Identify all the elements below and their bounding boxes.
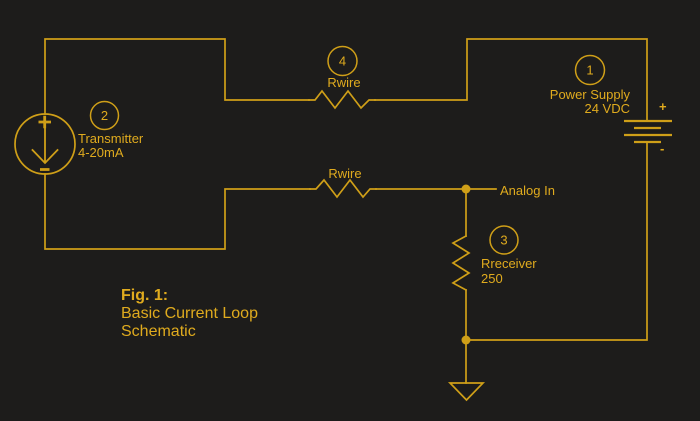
transmitter-value: 4-20mA — [78, 145, 124, 160]
analog-in-label: Analog In — [500, 183, 555, 198]
current-source-arrow-icon — [31, 126, 59, 165]
wire-rwire-to-power-supply — [374, 38, 648, 122]
caption-fig-number: Fig. 1: — [121, 287, 168, 304]
wire-power-supply-return — [465, 141, 648, 341]
junction-dot-analog-in — [461, 184, 471, 194]
transmitter-symbol — [14, 113, 76, 175]
callout-number-4: 4 — [339, 54, 346, 69]
receiver-value: 250 — [481, 271, 503, 286]
resistor-rwire-top — [308, 89, 376, 110]
callout-circle-1 — [574, 54, 606, 86]
junction-dot-receiver-bottom — [461, 335, 471, 345]
caption-title-line1: Basic Current Loop — [121, 305, 258, 322]
rwire-top-label: Rwire — [327, 75, 360, 90]
callout-number-3: 3 — [500, 233, 507, 248]
figure-caption: Fig. 1: Basic Current Loop Schematic — [121, 287, 258, 340]
callout-circle-4 — [327, 45, 358, 77]
resistor-rreceiver — [451, 234, 471, 292]
transmitter-label: Transmitter — [78, 131, 144, 146]
resistor-rwire-return — [309, 178, 377, 199]
battery-plus-label: + — [659, 99, 667, 114]
callout-circle-2 — [89, 100, 120, 131]
callout-number-1: 1 — [586, 63, 593, 78]
wire-transmitter-to-rwire — [44, 38, 310, 115]
callout-circle-3 — [489, 225, 519, 255]
battery-minus-label: - — [660, 141, 664, 156]
ground-icon — [447, 382, 486, 402]
battery-icon — [624, 119, 672, 144]
rwire-return-label: Rwire — [328, 166, 361, 181]
wire-transmitter-return — [44, 173, 311, 250]
callout-number-2: 2 — [101, 108, 108, 123]
receiver-label: Rreceiver — [481, 256, 537, 271]
power-supply-label: Power Supply — [550, 87, 631, 102]
caption-title-line2: Schematic — [121, 323, 196, 340]
power-supply-value: 24 VDC — [584, 101, 630, 116]
